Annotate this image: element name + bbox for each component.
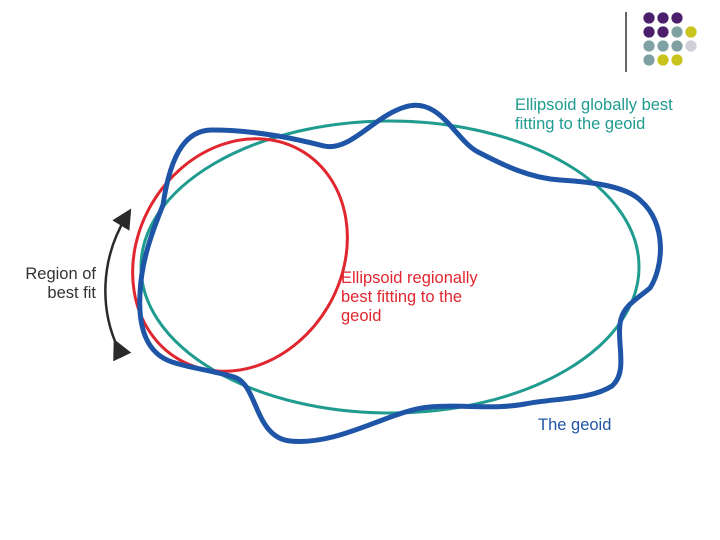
region-of-best-fit-label: Region of best fit [12, 265, 96, 303]
decor-dot [643, 26, 654, 37]
decor-dot [657, 54, 668, 65]
global-ellipsoid-label: Ellipsoid globally best fitting to the g… [515, 96, 673, 134]
geoid-label: The geoid [538, 416, 611, 435]
decor-dot [671, 26, 682, 37]
decor-dot [643, 54, 654, 65]
decor-dot [685, 40, 696, 51]
decor-dot [685, 26, 696, 37]
decor-dot [657, 26, 668, 37]
decor-dot [643, 12, 654, 23]
decor-dot [657, 12, 668, 23]
decor-dot [671, 12, 682, 23]
decor-dot [643, 40, 654, 51]
decor-dot [657, 40, 668, 51]
region-arrow [105, 217, 126, 348]
global-ellipsoid-curve [141, 121, 639, 413]
dot-grid-logo [643, 12, 696, 65]
regional-ellipsoid-label: Ellipsoid regionally best fitting to the… [341, 269, 478, 326]
decor-dot [671, 40, 682, 51]
decor-dot [671, 54, 682, 65]
